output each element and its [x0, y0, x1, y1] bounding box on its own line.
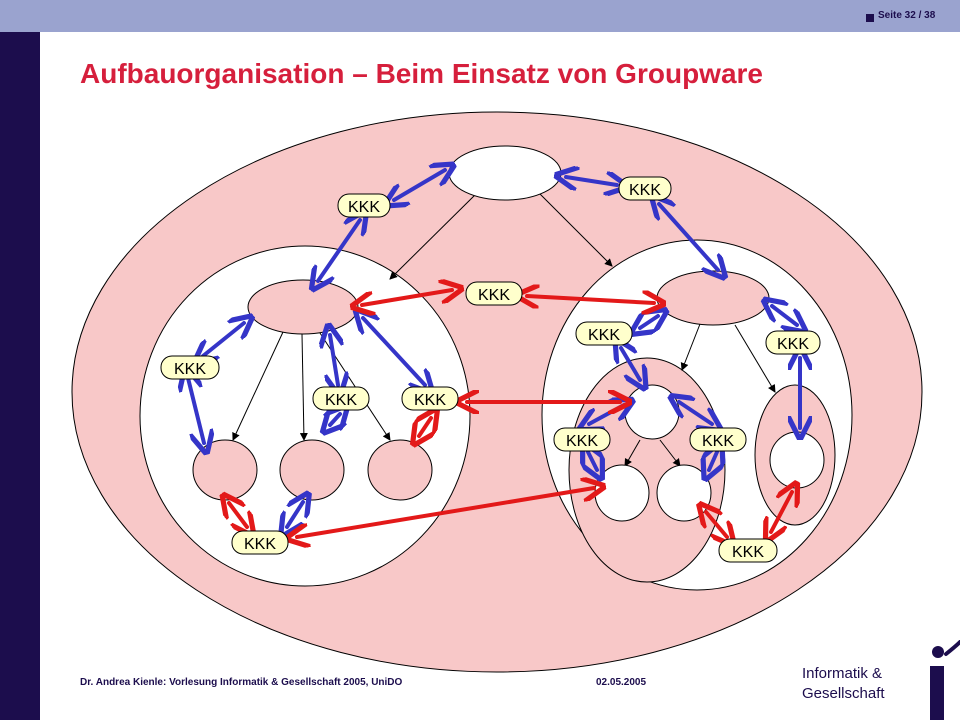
right-unit-member [769, 431, 825, 489]
footer-author: Dr. Andrea Kienle: Vorlesung Informatik … [80, 677, 403, 688]
svg-text:KKK: KKK [777, 336, 809, 353]
kkk-label: KKK [718, 538, 778, 563]
left-employee-1 [192, 439, 258, 501]
red-arrows [229, 290, 792, 537]
svg-text:KKK: KKK [244, 536, 276, 553]
org-name-line-2: Gesellschaft [802, 685, 885, 702]
kkk-label: KKK [401, 386, 459, 411]
kkk-label: KKK [575, 321, 633, 346]
kkk-label: KKK [765, 330, 821, 355]
kkk-label: KKK [553, 427, 611, 452]
svg-text:KKK: KKK [588, 327, 620, 344]
right-department-head [656, 270, 770, 326]
kkk-label: KKK [231, 530, 289, 555]
kkk-label: KKK [312, 386, 370, 411]
info-logo-icon [930, 640, 960, 720]
kkk-label: KKK [618, 176, 672, 201]
top-bar [0, 0, 960, 32]
left-department-head [247, 279, 359, 335]
blue-arrows [188, 170, 800, 527]
svg-text:KKK: KKK [348, 199, 380, 216]
left-employee-3 [367, 439, 433, 501]
kkk-label: KKK [160, 355, 220, 380]
kkk-label: KKK [689, 427, 747, 452]
sub-unit-lead [624, 384, 680, 440]
svg-text:KKK: KKK [174, 361, 206, 378]
left-employee-2 [279, 439, 345, 501]
svg-text:KKK: KKK [732, 544, 764, 561]
kkk-label: KKK [337, 193, 391, 218]
footer-date: 02.05.2005 [596, 677, 647, 688]
svg-text:KKK: KKK [702, 433, 734, 450]
page-indicator-square [866, 14, 874, 22]
sub-unit-member-1 [594, 464, 650, 522]
top-management-node [448, 145, 562, 201]
slide-title: Aufbauorganisation – Beim Einsatz von Gr… [80, 58, 763, 89]
svg-text:KKK: KKK [325, 392, 357, 409]
svg-text:KKK: KKK [629, 182, 661, 199]
org-name-line-1: Informatik & [802, 665, 883, 682]
svg-text:KKK: KKK [478, 287, 510, 304]
svg-text:KKK: KKK [566, 433, 598, 450]
svg-text:KKK: KKK [414, 392, 446, 409]
page-number: Seite 32 / 38 [878, 10, 936, 21]
kkk-label: KKK [465, 281, 523, 306]
sub-unit-member-2 [656, 464, 712, 522]
left-sidebar [0, 32, 40, 720]
